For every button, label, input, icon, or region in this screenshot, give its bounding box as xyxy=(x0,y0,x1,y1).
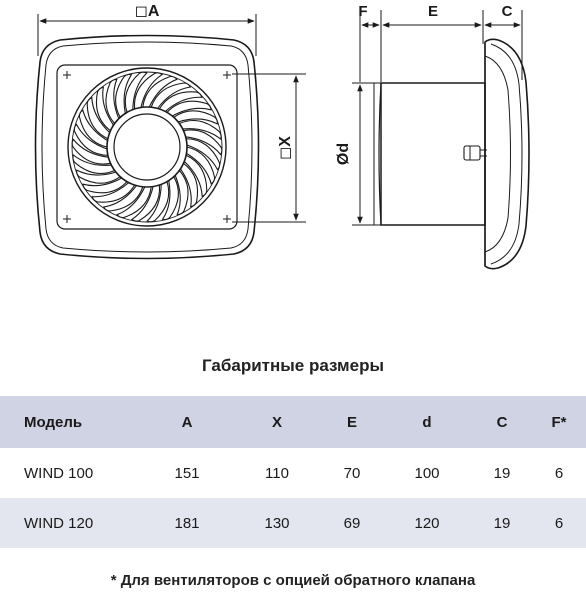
header-f: F* xyxy=(551,413,567,431)
cell-e: 70 xyxy=(343,464,361,482)
cell-d: 120 xyxy=(414,514,440,532)
fan-blade xyxy=(95,86,115,132)
header-model: Модель xyxy=(24,413,83,431)
label-e: E xyxy=(428,3,438,20)
hub-inner xyxy=(113,113,181,181)
cell-e: 69 xyxy=(343,514,361,532)
inner-frame xyxy=(56,64,238,230)
fan-blade xyxy=(78,109,109,148)
front-panel-outline xyxy=(34,34,260,260)
label-a: ◻A xyxy=(135,3,160,20)
fan-blade xyxy=(73,123,109,156)
fan-blade xyxy=(105,78,120,125)
fan-blade xyxy=(116,186,152,219)
table-row: WIND 100 151 110 70 100 19 6 xyxy=(0,448,586,498)
dimensions-table: Модель A X E d C F* WIND 100 151 110 70 … xyxy=(0,396,586,548)
fan-blades xyxy=(71,71,223,223)
fan-blade xyxy=(102,184,144,212)
fan-blade xyxy=(82,177,128,194)
label-c: C xyxy=(502,3,513,20)
fan-blade xyxy=(133,72,164,110)
cell-model: WIND 120 xyxy=(24,514,94,532)
fan-blade xyxy=(158,91,203,113)
fan-blade xyxy=(183,154,208,198)
fan-blade xyxy=(142,75,178,108)
header-d: d xyxy=(422,413,432,431)
fan-blade xyxy=(76,169,122,184)
table-title: Габаритные размеры xyxy=(202,356,384,375)
fan-blade xyxy=(179,162,199,208)
label-d: Ød xyxy=(335,143,352,165)
mounting-screw-marks xyxy=(63,71,231,223)
header-x: X xyxy=(271,413,282,431)
fan-blade xyxy=(146,180,170,223)
header-a: A xyxy=(181,413,193,431)
fan-blade xyxy=(178,119,222,140)
label-f: F xyxy=(358,3,367,20)
fan-blade xyxy=(172,110,218,125)
side-view xyxy=(352,10,530,270)
cell-d: 100 xyxy=(414,464,440,482)
cell-a: 151 xyxy=(174,464,200,482)
table-row: WIND 120 181 130 69 120 19 6 xyxy=(0,498,586,548)
label-x: ◻X xyxy=(277,136,294,160)
cell-c: 19 xyxy=(493,464,511,482)
front-view xyxy=(34,14,306,260)
fan-blade xyxy=(86,96,111,140)
fan-dimension-drawing: ◻A ◻X F E C Ød xyxy=(34,3,530,270)
fan-blade xyxy=(72,154,116,175)
fan-blade xyxy=(182,129,223,156)
fan-blade xyxy=(185,146,216,185)
header-e: E xyxy=(346,413,357,431)
fan-blade xyxy=(174,169,189,216)
latch xyxy=(463,145,481,161)
cell-x: 110 xyxy=(265,464,289,482)
front-cap-profile xyxy=(484,38,530,270)
fan-blade xyxy=(115,73,133,119)
fan-blade xyxy=(185,138,221,171)
cell-c: 19 xyxy=(493,514,511,532)
cell-f: 6 xyxy=(554,514,564,532)
cell-f: 6 xyxy=(554,464,564,482)
fan-blade xyxy=(166,100,212,117)
cell-x: 130 xyxy=(264,514,290,532)
outer-ring xyxy=(67,67,227,227)
table-header-row: Модель A X E d C F* xyxy=(0,396,586,448)
fan-blade xyxy=(91,181,136,203)
cell-a: 181 xyxy=(174,514,200,532)
fan-blade xyxy=(161,175,179,221)
fan-blade xyxy=(71,138,112,165)
header-c: C xyxy=(496,413,508,431)
fan-blade xyxy=(150,82,192,110)
fan-blade xyxy=(124,71,148,114)
duct-body xyxy=(380,82,486,226)
fan-blade xyxy=(130,184,161,222)
footnote: * Для вентиляторов с опцией обратного кл… xyxy=(110,572,476,589)
cell-model: WIND 100 xyxy=(24,464,94,482)
